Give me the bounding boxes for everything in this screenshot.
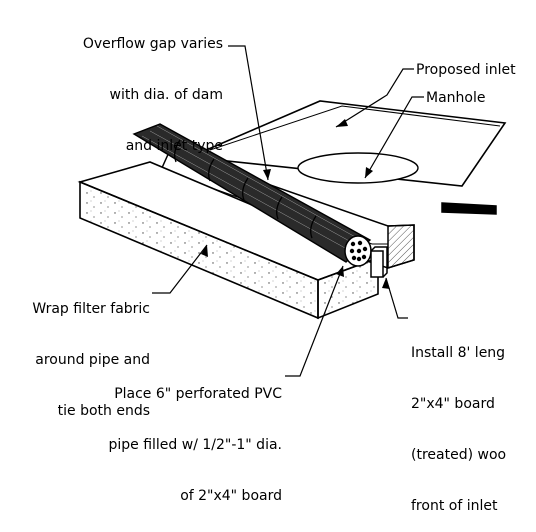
- inlet-throat-edge: [441, 202, 497, 215]
- overflow-gap-label: Overflow gap varies with dia. of dam and…: [82, 36, 223, 154]
- perforated-pipe: [132, 123, 372, 267]
- manhole-opening: [297, 152, 419, 184]
- proposed-inlet-label: Proposed inlet: [416, 62, 516, 78]
- inlet-protection-drawing: [77, 45, 507, 377]
- manhole-label: Manhole: [426, 90, 486, 106]
- two-by-four-board: [370, 246, 388, 278]
- place-pipe-label: Place 6" perforated PVC pipe filled w/ 1…: [108, 386, 282, 504]
- install-board-label: Install 8' leng 2"x4" board (treated) wo…: [411, 345, 507, 514]
- leader-arrowheads: [201, 119, 390, 289]
- concrete-base: [77, 161, 381, 320]
- leader-lines: [152, 45, 424, 377]
